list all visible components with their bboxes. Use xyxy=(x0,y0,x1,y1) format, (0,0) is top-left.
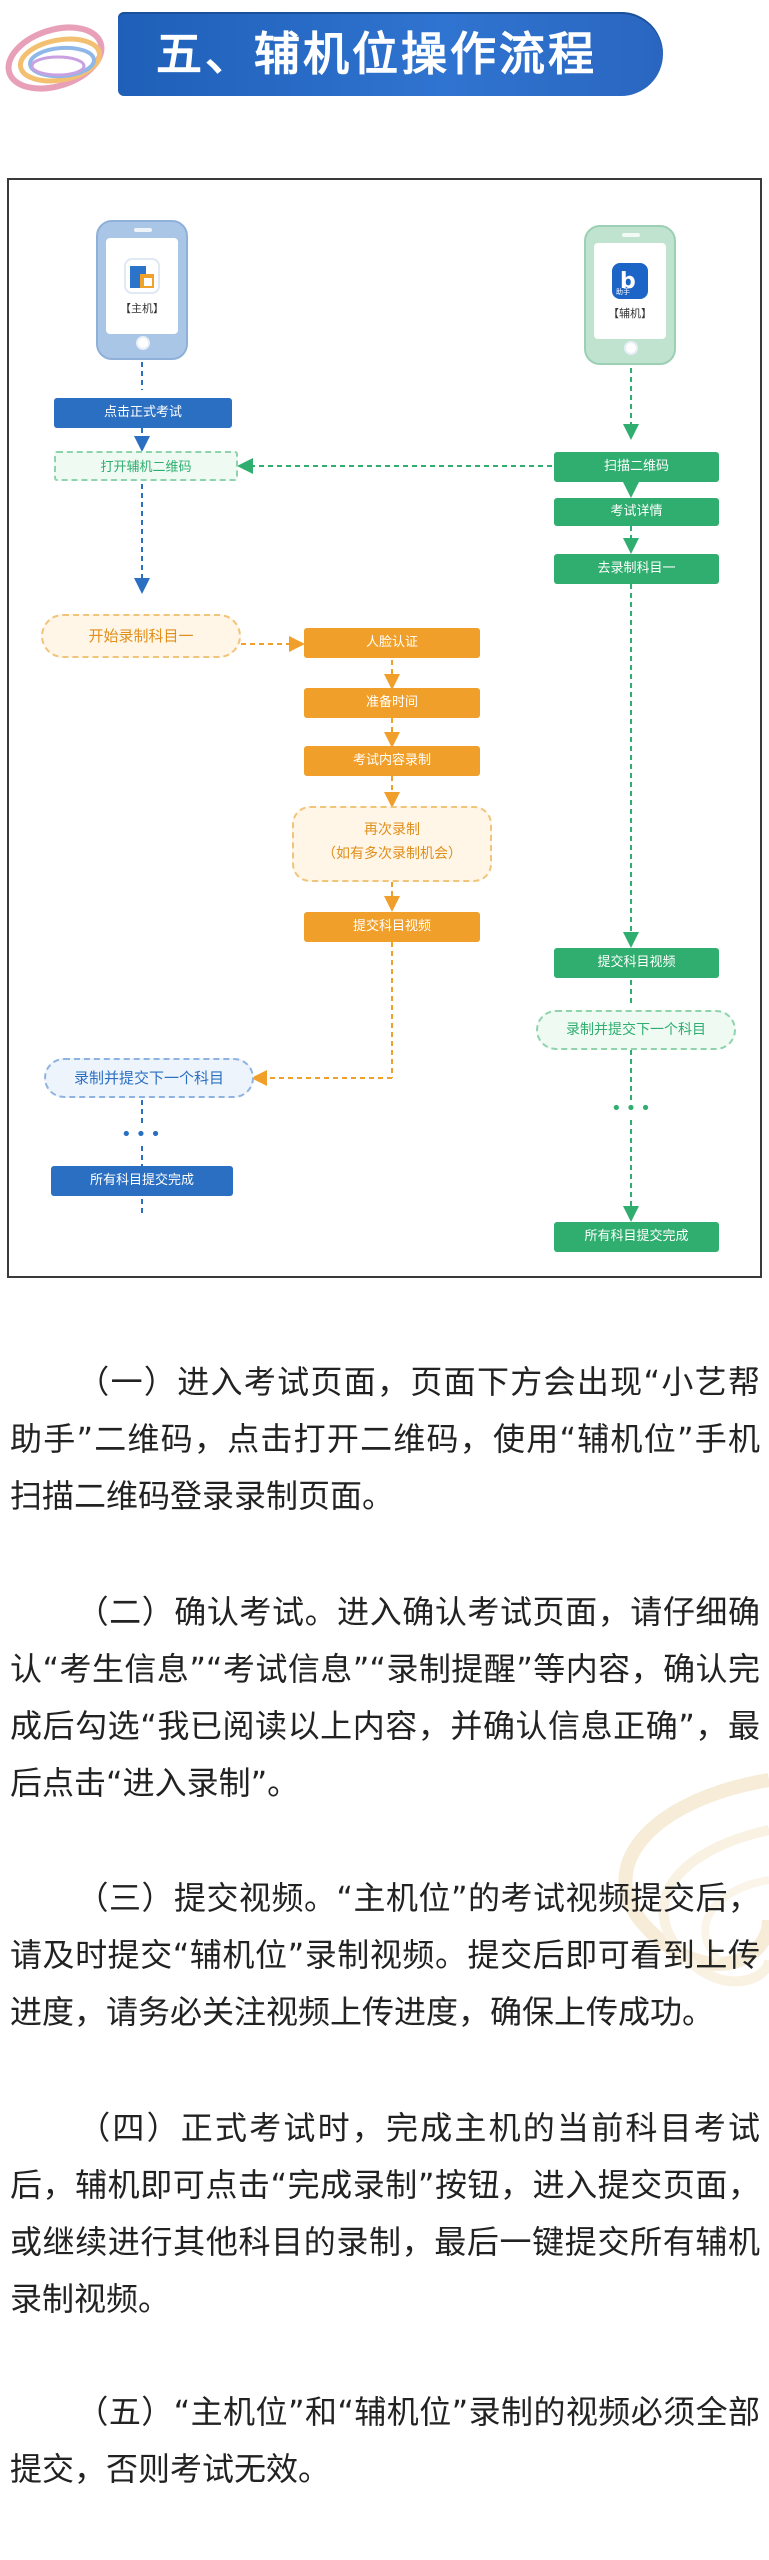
aux-ellipsis: ••• xyxy=(611,1098,655,1119)
main-phone-illustration: 【主机】 xyxy=(96,220,188,360)
instruction-text-5: （五）“主机位”和“辅机位”录制的视频必须全部提交，否则考试无效。 xyxy=(10,2393,760,2488)
phone-home-button xyxy=(136,336,150,350)
instruction-text-4: （四）正式考试时，完成主机的当前科目考试后，辅机即可点击“完成录制”按钮，进入提… xyxy=(10,2109,760,2318)
instruction-paragraph-2: （二）确认考试。进入确认考试页面，请仔细确认“考生信息”“考试信息”“录制提醒”… xyxy=(10,1584,760,1812)
step-aux-all-done: 所有科目提交完成 xyxy=(554,1222,719,1252)
step-prepare-time: 准备时间 xyxy=(304,688,480,718)
rerecord-label: 再次录制 xyxy=(364,822,420,838)
aux-phone-illustration: b 助手 【辅机】 xyxy=(584,225,676,365)
step-submit-subject-video: 提交科目视频 xyxy=(304,912,480,942)
step-aux-submit-video: 提交科目视频 xyxy=(554,948,719,978)
page-title: 五、辅机位操作流程 xyxy=(156,27,597,81)
instruction-paragraph-3: （三）提交视频。“主机位”的考试视频提交后，请及时提交“辅机位”录制视频。提交后… xyxy=(10,1870,760,2041)
aux-icon-text: 助手 xyxy=(616,288,630,296)
main-phone-label: 【主机】 xyxy=(120,302,164,315)
step-main-record-next-subject: 录制并提交下一个科目 xyxy=(44,1058,254,1098)
step-open-aux-qr: 打开辅机二维码 xyxy=(54,451,238,481)
instruction-text-1: （一）进入考试页面，页面下方会出现“小艺帮助手”二维码，点击打开二维码，使用“辅… xyxy=(10,1363,760,1515)
phone-speaker xyxy=(622,233,640,237)
phone-home-button xyxy=(624,341,638,355)
phone-speaker xyxy=(134,228,152,232)
step-go-record-subject-one: 去录制科目一 xyxy=(554,554,719,584)
step-rerecord: 再次录制 （如有多次录制机会） xyxy=(292,806,492,882)
decorative-swirl-logo xyxy=(5,24,105,92)
phone-screen: 【主机】 xyxy=(106,238,178,334)
step-record-content: 考试内容录制 xyxy=(304,746,480,776)
step-start-exam: 点击正式考试 xyxy=(54,398,232,428)
step-start-record-subject-one: 开始录制科目一 xyxy=(41,614,241,658)
header-banner xyxy=(118,12,663,96)
step-exam-detail: 考试详情 xyxy=(554,498,719,526)
instruction-paragraph-5: （五）“主机位”和“辅机位”录制的视频必须全部提交，否则考试无效。 xyxy=(10,2384,760,2498)
step-scan-qr: 扫描二维码 xyxy=(554,452,719,482)
step-aux-record-next-subject: 录制并提交下一个科目 xyxy=(536,1010,736,1050)
rerecord-note: （如有多次录制机会） xyxy=(322,846,462,862)
aux-phone-label: 【辅机】 xyxy=(608,307,652,320)
instruction-text-2: （二）确认考试。进入确认考试页面，请仔细确认“考生信息”“考试信息”“录制提醒”… xyxy=(10,1593,760,1802)
instruction-text-3: （三）提交视频。“主机位”的考试视频提交后，请及时提交“辅机位”录制视频。提交后… xyxy=(10,1879,760,2031)
decorative-swirl-background xyxy=(618,1773,769,1987)
flowchart-frame: 【主机】 b 助手 【辅机】 点击正式考试 打开辅机二维码 开始录制科目一 录制… xyxy=(7,178,762,1278)
phone-screen: b 助手 【辅机】 xyxy=(594,243,666,339)
instruction-paragraph-1: （一）进入考试页面，页面下方会出现“小艺帮助手”二维码，点击打开二维码，使用“辅… xyxy=(10,1354,760,1525)
step-face-auth: 人脸认证 xyxy=(304,628,480,658)
instruction-paragraph-4: （四）正式考试时，完成主机的当前科目考试后，辅机即可点击“完成录制”按钮，进入提… xyxy=(10,2100,760,2328)
step-main-all-done: 所有科目提交完成 xyxy=(51,1166,233,1196)
main-app-icon xyxy=(124,258,160,294)
aux-app-icon: b 助手 xyxy=(612,263,648,299)
main-ellipsis: ••• xyxy=(121,1124,165,1145)
